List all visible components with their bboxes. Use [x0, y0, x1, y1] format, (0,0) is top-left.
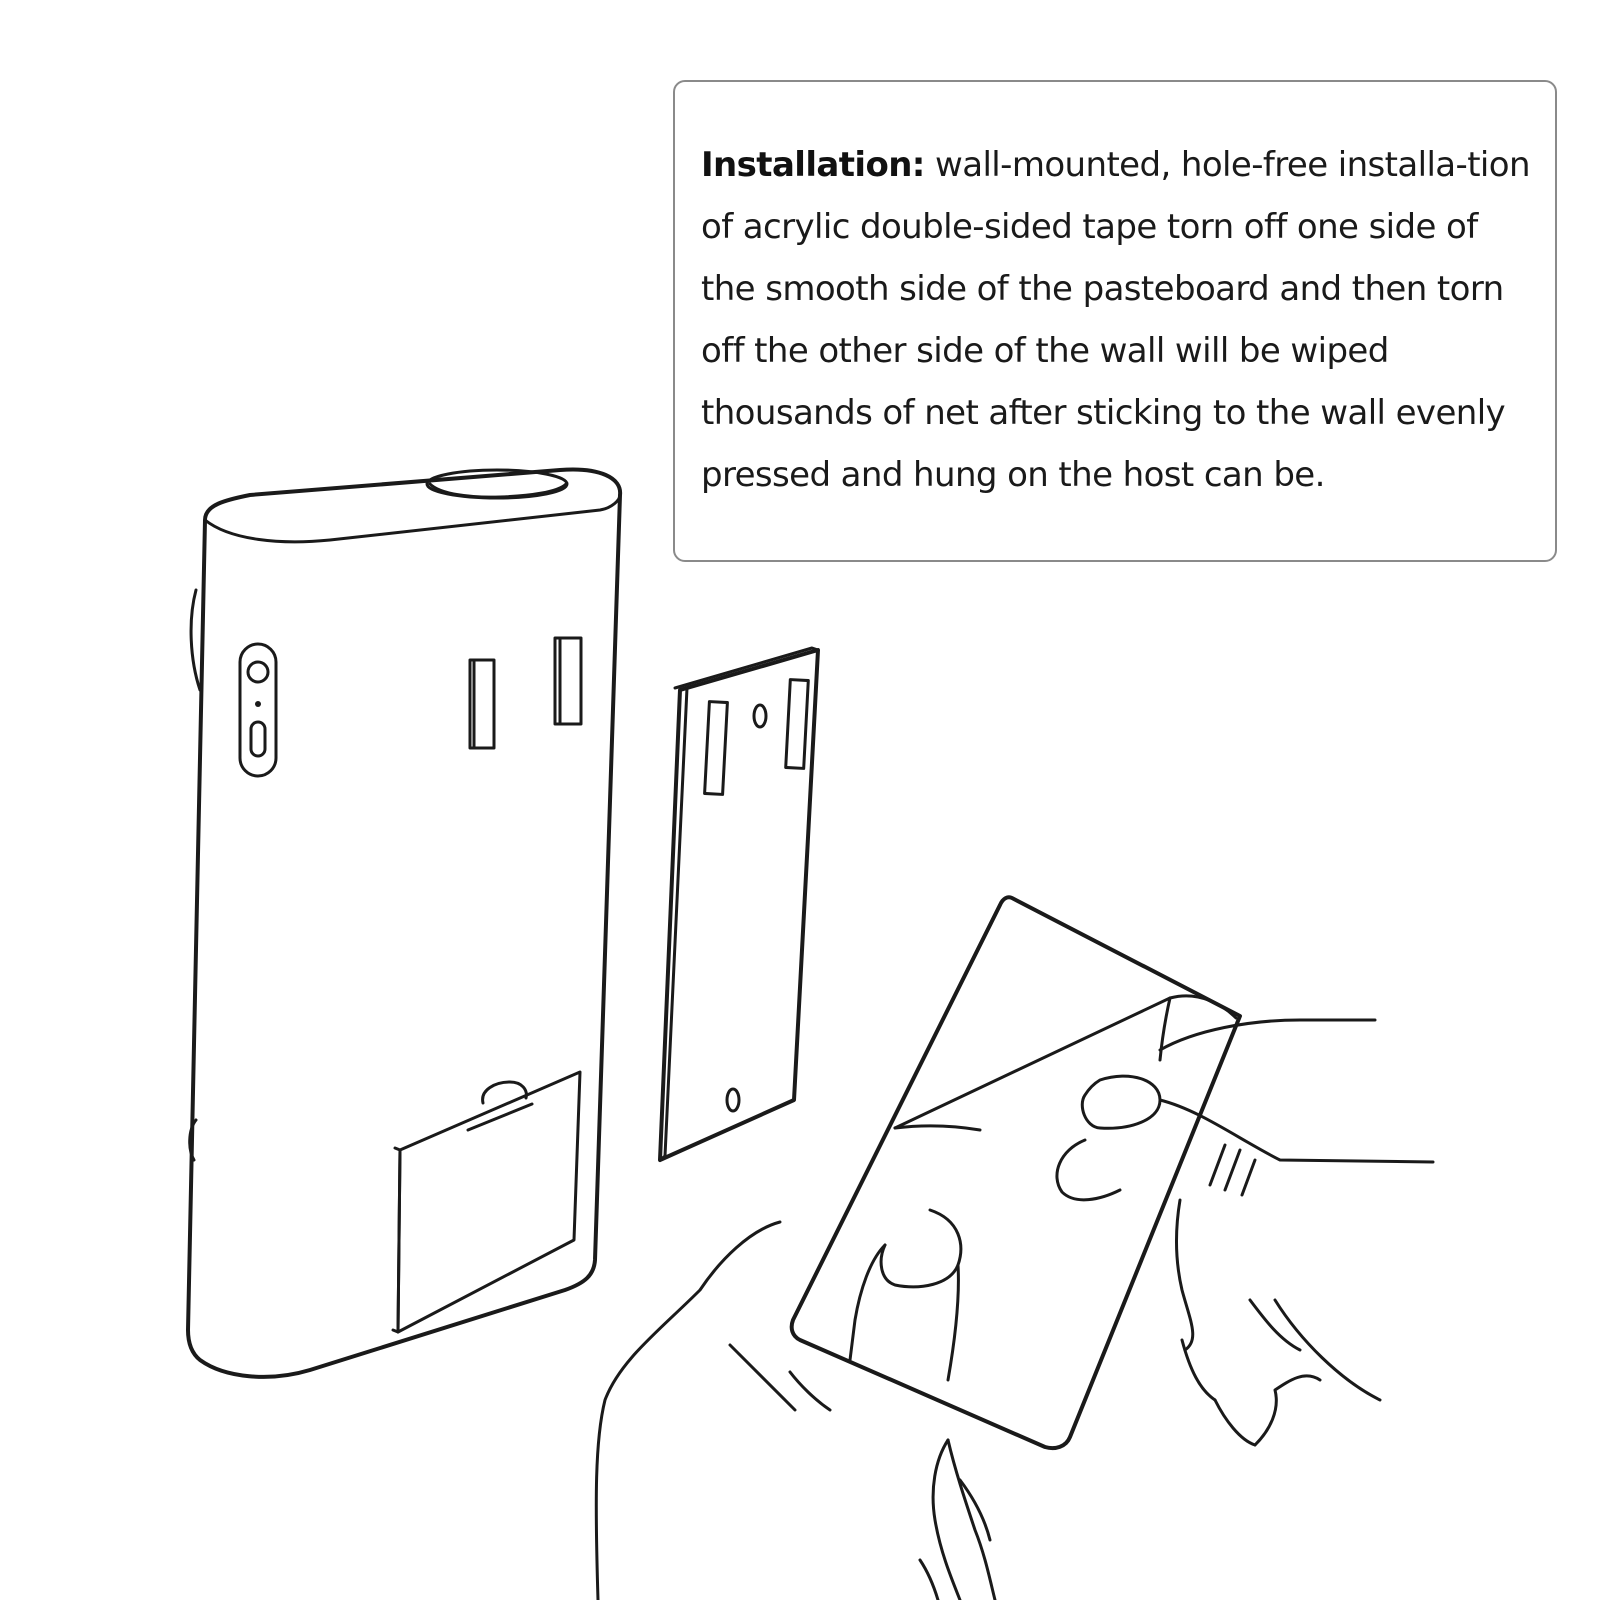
instruction-text: wall-mounted, hole-free installa-tion of…: [701, 145, 1531, 495]
device-battery-cover: [391, 1070, 582, 1334]
device-indicator-panel: [238, 642, 278, 778]
installation-instruction-box: Installation: wall-mounted, hole-free in…: [673, 80, 1557, 562]
device-host-unit: [186, 467, 623, 1379]
adhesive-tape-sticker: [789, 895, 1242, 1451]
left-hand: [594, 1208, 997, 1600]
wall-mounting-plate: [658, 646, 820, 1162]
device-mounting-hooks: [468, 636, 583, 750]
instruction-label: Installation:: [701, 145, 925, 185]
right-hand: [1055, 1018, 1435, 1447]
